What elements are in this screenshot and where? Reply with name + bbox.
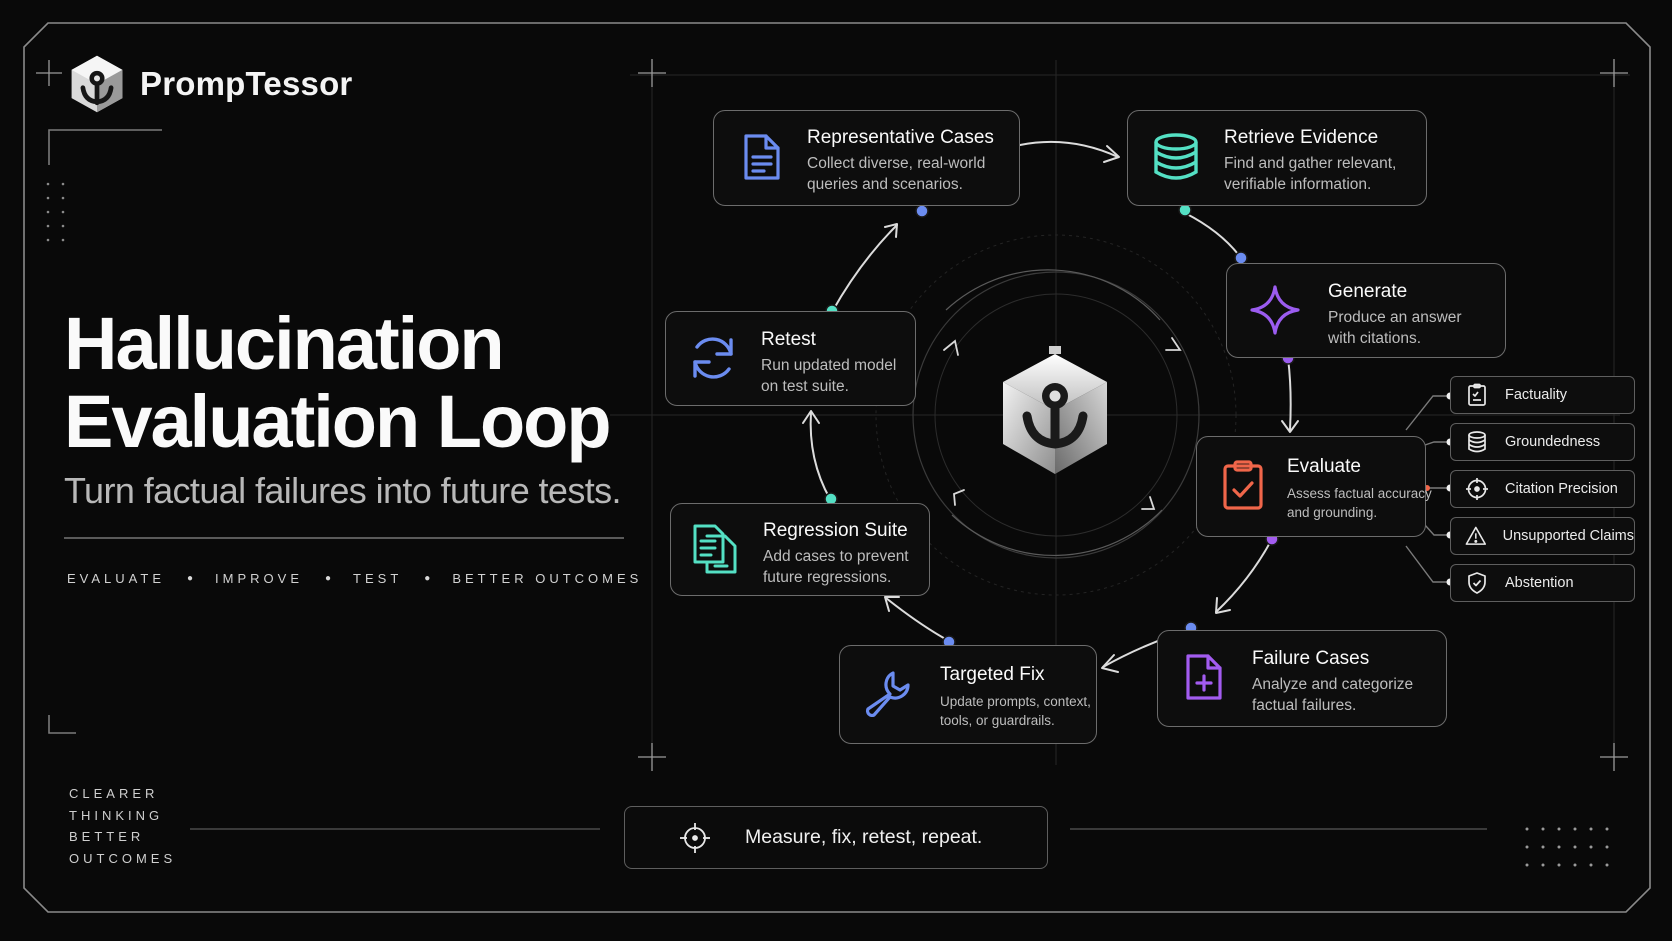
step-title: Representative Cases: [807, 127, 994, 148]
crosshair-icon: [1466, 478, 1488, 500]
step-description: Collect diverse, real-world queries and …: [807, 153, 985, 195]
step-representative-cases: Representative Cases Collect diverse, re…: [713, 110, 1020, 206]
refresh-icon: [693, 337, 733, 379]
brand: PrompTessor: [68, 52, 352, 116]
slogan: CLEARER THINKING BETTER OUTCOMES: [69, 783, 176, 869]
step-description: Update prompts, context, tools, or guard…: [940, 692, 1091, 730]
step-description: Run updated model on test suite.: [761, 355, 896, 397]
motto-box: Measure, fix, retest, repeat.: [624, 806, 1048, 869]
tag-separator: ●: [186, 573, 194, 584]
metric-factuality: Factuality: [1450, 376, 1635, 414]
step-description: Find and gather relevant, verifiable inf…: [1224, 153, 1396, 195]
warning-icon: [1465, 526, 1487, 545]
title-line-1: Hallucination: [64, 302, 505, 385]
title-line-2: Evaluation Loop: [64, 380, 612, 463]
desc-line: and grounding.: [1287, 505, 1378, 520]
slogan-line: BETTER: [69, 829, 145, 844]
metric-citation-precision: Citation Precision: [1450, 470, 1635, 508]
metric-label: Abstention: [1505, 575, 1574, 591]
target-icon: [680, 822, 710, 853]
step-title: Failure Cases: [1252, 648, 1370, 669]
step-title: Retrieve Evidence: [1224, 127, 1379, 148]
slogan-line: OUTCOMES: [69, 850, 177, 866]
step-failure-cases: Failure Cases Analyze and categorize fac…: [1157, 630, 1447, 727]
metric-unsupported-claims: Unsupported Claims: [1450, 517, 1635, 555]
desc-line: on test suite.: [761, 378, 849, 395]
desc-line: Assess factual accuracy: [1287, 486, 1432, 501]
desc-line: Update prompts, context,: [940, 694, 1091, 709]
divider: [64, 537, 624, 539]
step-retrieve-evidence: Retrieve Evidence Find and gather releva…: [1127, 110, 1427, 206]
metric-abstention: Abstention: [1450, 564, 1635, 602]
step-retest: Retest Run updated model on test suite.: [665, 311, 916, 406]
desc-line: Add cases to prevent: [763, 548, 909, 565]
step-description: Add cases to prevent future regressions.: [763, 546, 909, 588]
brand-name: PrompTessor: [140, 65, 353, 102]
step-regression-suite: Regression Suite Add cases to prevent fu…: [670, 503, 930, 596]
sparkle-icon: [1250, 285, 1300, 335]
slogan-line: THINKING: [69, 807, 164, 823]
tag-better-outcomes: BETTER OUTCOMES: [452, 571, 643, 586]
brand-logo-icon: [71, 55, 123, 113]
step-title: Evaluate: [1287, 456, 1361, 477]
desc-line: future regressions.: [763, 569, 892, 586]
tag-separator: ●: [325, 573, 332, 584]
desc-line: Analyze and categorize: [1252, 676, 1414, 693]
files-icon: [693, 524, 737, 574]
tag-row: EVALUATE ● IMPROVE ● TEST ● BETTER OUTCO…: [67, 571, 642, 586]
desc-line: tools, or guardrails.: [940, 713, 1055, 728]
step-evaluate: Evaluate Assess factual accuracy and gro…: [1196, 436, 1432, 537]
database-icon: [1468, 431, 1486, 453]
checklist-icon: [1468, 383, 1486, 406]
tag-test: TEST: [353, 571, 403, 586]
step-targeted-fix: Targeted Fix Update prompts, context, to…: [839, 645, 1097, 744]
desc-line: Produce an answer: [1328, 309, 1462, 326]
metric-label: Groundedness: [1505, 434, 1601, 450]
metric-groundedness: Groundedness: [1450, 423, 1635, 461]
step-description: Analyze and categorize factual failures.: [1252, 674, 1413, 716]
database-icon: [1154, 133, 1198, 180]
desc-line: Run updated model: [761, 357, 897, 374]
tag-improve: IMPROVE: [215, 571, 303, 586]
tag-evaluate: EVALUATE: [67, 571, 165, 586]
desc-line: with citations.: [1328, 330, 1422, 347]
step-title: Retest: [761, 329, 816, 350]
desc-line: queries and scenarios.: [807, 176, 963, 193]
metric-label: Citation Precision: [1505, 481, 1618, 497]
step-title: Regression Suite: [763, 520, 908, 541]
step-generate: Generate Produce an answer with citation…: [1226, 263, 1506, 358]
wrench-icon: [865, 671, 910, 718]
step-title: Targeted Fix: [940, 664, 1045, 685]
step-title: Generate: [1328, 281, 1408, 302]
desc-line: factual failures.: [1252, 697, 1357, 714]
metric-label: Factuality: [1505, 387, 1568, 403]
motto-text: Measure, fix, retest, repeat.: [745, 826, 983, 848]
page-subtitle: Turn factual failures into future tests.: [64, 470, 622, 511]
metric-label: Unsupported Claims: [1502, 528, 1634, 544]
desc-line: Find and gather relevant,: [1224, 155, 1397, 172]
center-logo: [1003, 346, 1107, 474]
document-icon: [744, 134, 780, 180]
file-plus-icon: [1186, 654, 1222, 700]
step-description: Produce an answer with citations.: [1328, 307, 1462, 349]
page-title: Hallucination Evaluation Loop: [64, 302, 612, 463]
tag-separator: ●: [424, 573, 431, 584]
shield-check-icon: [1468, 572, 1486, 594]
desc-line: Collect diverse, real-world: [807, 155, 986, 172]
slogan-line: CLEARER: [69, 786, 159, 801]
clipboard-check-icon: [1223, 460, 1263, 510]
desc-line: verifiable information.: [1224, 176, 1372, 193]
step-description: Assess factual accuracy and grounding.: [1287, 484, 1432, 522]
